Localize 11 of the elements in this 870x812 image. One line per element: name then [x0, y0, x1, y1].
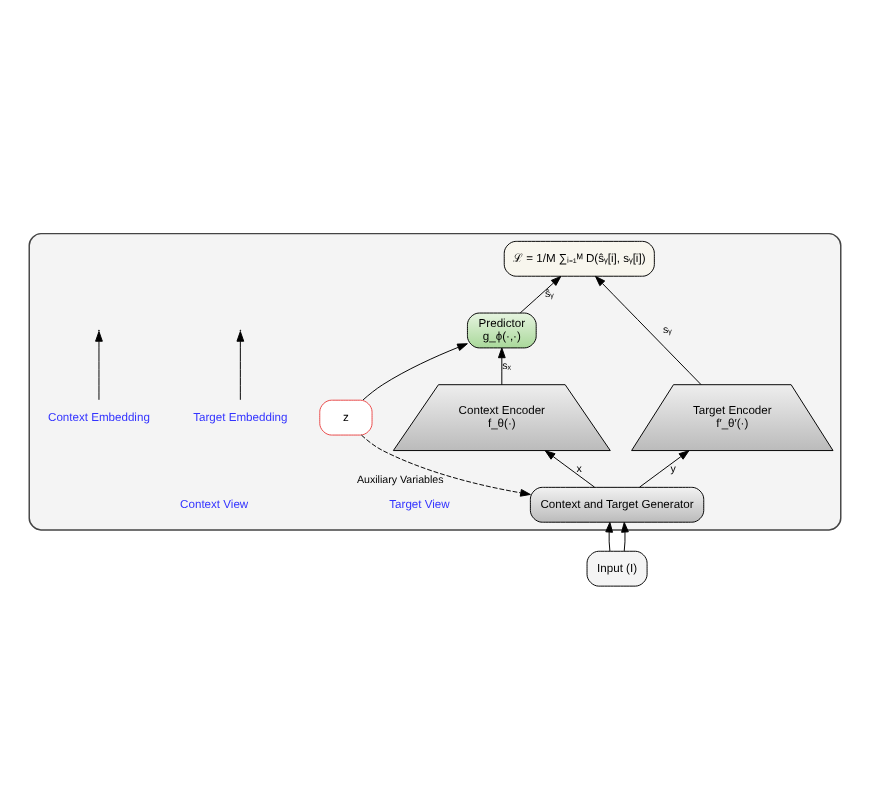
arrow: [497, 347, 506, 386]
arrow: [361, 434, 531, 497]
arrow: [362, 343, 468, 401]
arrow: [605, 521, 614, 552]
arrow: [639, 450, 690, 488]
arrow: [595, 275, 702, 385]
arrow: [621, 521, 629, 552]
arrow: [544, 450, 596, 488]
arrow: [236, 331, 245, 401]
arrow: [95, 331, 103, 401]
arrow: [519, 275, 562, 314]
